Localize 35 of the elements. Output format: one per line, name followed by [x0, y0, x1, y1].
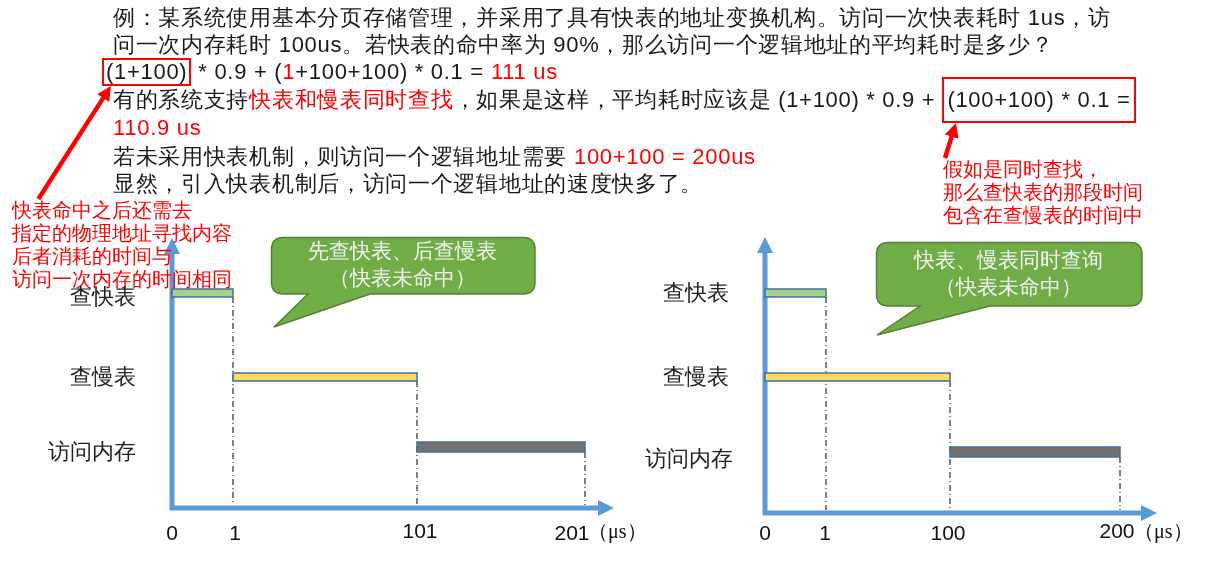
tick-label: 1	[819, 521, 831, 545]
bubble-text: 快表、慢表同时查询	[914, 246, 1103, 274]
tick-label: 0	[166, 521, 178, 545]
tick-label: 201	[554, 521, 590, 545]
row-label: 访问内存	[645, 445, 733, 473]
bubble-text: （快表未命中）	[935, 273, 1082, 301]
statement-text: ，如果是这样，平均耗时应该是 (1+100) * 0.9 +	[453, 87, 936, 112]
boxed-formula: (100+100) * 0.1 =	[942, 77, 1136, 123]
conclusion-text: 显然，引入快表机制后，访问一个逻辑地址的速度快多了。	[113, 171, 704, 196]
formula-text: +100+100) * 0.1 =	[295, 59, 484, 84]
annotation-arrow	[942, 122, 959, 159]
highlighted-digit: 1	[282, 59, 296, 84]
highlighted-text: 快表和慢表同时查找	[249, 87, 454, 112]
row-label: 查慢表	[663, 363, 729, 391]
statement-text: 若未采用快表机制，则访问一个逻辑地址需要	[113, 144, 567, 169]
result-text: 111 us	[490, 59, 558, 84]
row-label: 查慢表	[70, 363, 136, 391]
unit-label: （μs）	[588, 518, 647, 545]
result-text: 110.9 us	[113, 115, 202, 140]
question-text: 例：某系统使用基本分页存储管理，并采用了具有快表的地址变换机构。访问一次快表耗时 1us，访问一次内存耗时 100us。若快表的命中率为 90%，那么访问一个逻辑地址的平均耗时是多少？	[113, 4, 1112, 58]
tick-label: 0	[759, 521, 771, 545]
annotation-arrow	[36, 86, 111, 201]
bubble-text: （快表未命中）	[329, 265, 476, 292]
tick-label: 101	[402, 519, 438, 543]
row-label: 查快表	[663, 279, 729, 307]
row-label: 访问内存	[48, 438, 136, 466]
tick-label: 100	[930, 521, 966, 545]
unit-label: （μs）	[1134, 518, 1193, 545]
annotation-text: 假如是同时查找，那么查快表的那段时间包含在查慢表的时间中	[943, 158, 1143, 227]
tick-label: 1	[229, 521, 241, 545]
formula-text: * 0.9 + (	[198, 59, 283, 84]
tick-label: 200	[1099, 519, 1135, 543]
bubble-text: 先查快表、后查慢表	[308, 238, 497, 265]
result-text: 100+100 = 200us	[574, 144, 756, 169]
boxed-formula: (1+100)	[102, 58, 192, 86]
